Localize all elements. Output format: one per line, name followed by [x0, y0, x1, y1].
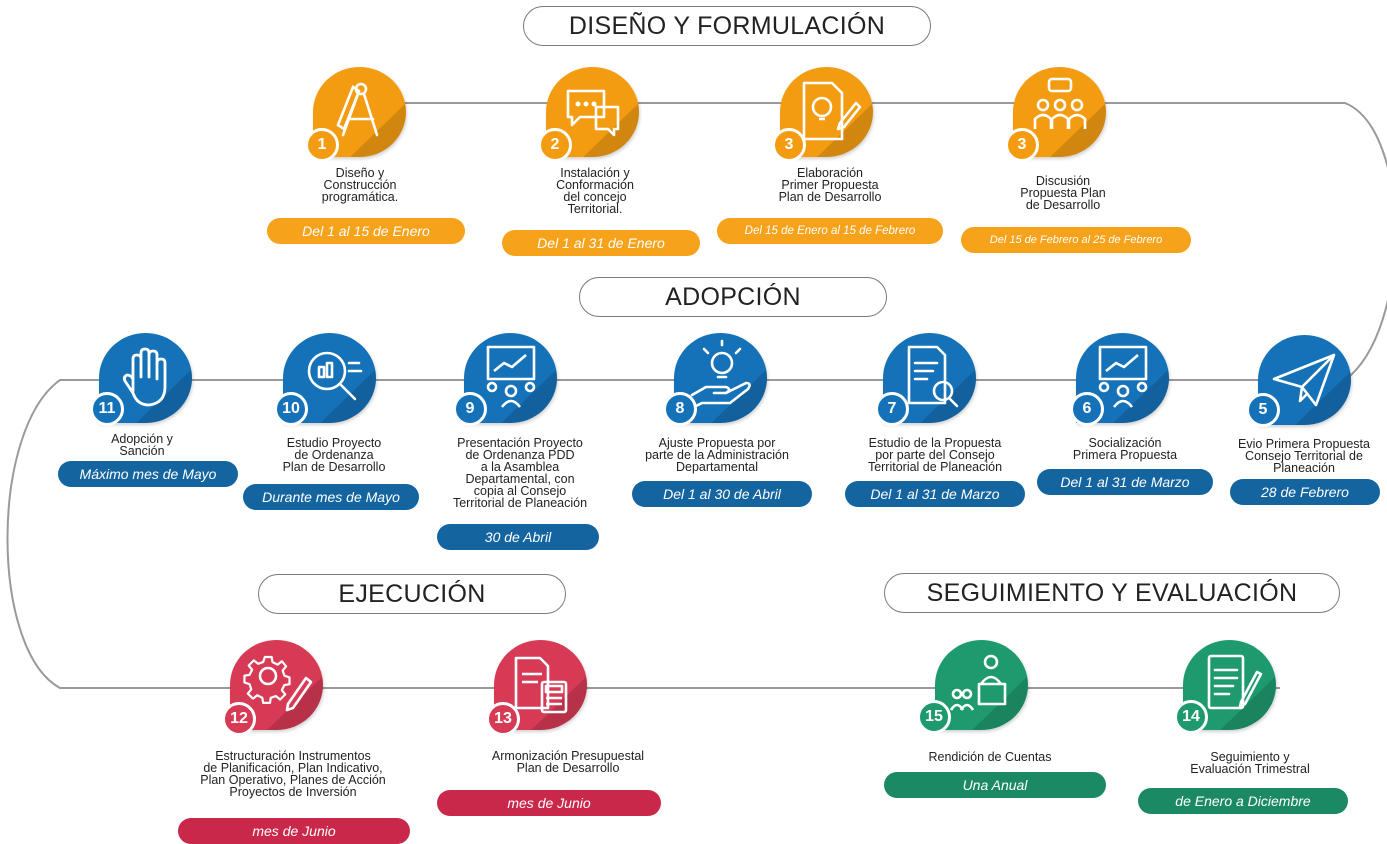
step-1-date: Del 1 al 15 de Enero: [267, 218, 465, 244]
step-13-label: Armonización Presupuestal Plan de Desarr…: [491, 749, 645, 775]
step-2-number: 2: [538, 128, 572, 162]
step-1-number: 1: [305, 128, 339, 162]
step-12-number: 12: [222, 702, 256, 736]
step-15-label: Rendición de Cuentas: [928, 750, 1052, 764]
step-3-elaboracion-date: Del 15 de Enero al 15 de Febrero: [717, 218, 943, 244]
phase-ejecucion: EJECUCIÓN: [258, 574, 566, 614]
step-1-badge: [313, 67, 406, 157]
step-9-label: Presentación Proyecto de Ordenanza PDD a…: [452, 436, 588, 510]
step-3-elaboracion-label: Elaboración Primer Propuesta Plan de Des…: [778, 166, 882, 204]
speaker-audience-icon: [949, 654, 1007, 711]
step-10-number: 10: [274, 392, 308, 426]
step-6-number: 6: [1070, 392, 1104, 426]
step-11-badge: [99, 333, 192, 423]
compass-ruler-icon: [336, 82, 379, 137]
step-6-label: Socialización Primera Propuesta: [1072, 436, 1178, 462]
step-2-badge: [546, 67, 639, 157]
step-14-number: 14: [1174, 700, 1208, 734]
hand-icon: [122, 347, 167, 407]
step-11-label: Adopción y Sanción: [111, 432, 173, 458]
step-11-date: Máximo mes de Mayo: [58, 461, 238, 487]
step-14-label: Seguimiento y Evaluación Trimestral: [1190, 750, 1310, 776]
step-3-discusion-label: Discusión Propuesta Plan de Desarrollo: [1020, 174, 1106, 212]
step-5-date: 28 de Febrero: [1230, 479, 1380, 505]
phase-seguimiento-evaluacion: SEGUIMIENTO Y EVALUACIÓN: [884, 573, 1340, 613]
step-3-discusion-number: 3: [1005, 128, 1039, 162]
documents-calculator-icon: [514, 656, 568, 714]
document-pencil-icon: [802, 81, 862, 141]
step-12-badge: [230, 640, 323, 730]
checklist-pen-icon: [1207, 654, 1263, 710]
step-15-badge: [935, 640, 1028, 730]
step-5-number: 5: [1246, 393, 1280, 427]
step-13-date: mes de Junio: [437, 790, 661, 816]
chat-bubbles-icon: [566, 89, 620, 137]
phase-diseno-formulacion: DISEÑO Y FORMULACIÓN: [523, 6, 931, 46]
presentation-board-icon: [486, 345, 536, 408]
step-5-label: Evio Primera Propuesta Consejo Territori…: [1237, 437, 1370, 475]
presentation-board-icon: [1098, 345, 1148, 408]
group-discussion-icon: [1033, 77, 1087, 129]
step-9-date: 30 de Abril: [437, 524, 599, 550]
step-7-label: Estudio de la Propuesta por parte del Co…: [867, 436, 1003, 474]
phase-adopcion: ADOPCIÓN: [579, 277, 887, 317]
lightbulb-hand-icon: [690, 339, 751, 409]
paper-plane-icon: [1272, 353, 1336, 407]
step-13-badge: [494, 640, 587, 730]
step-10-date: Durante mes de Mayo: [243, 484, 419, 510]
step-12-label: Estructuración Instrumentos de Planifica…: [200, 749, 386, 799]
step-3-discusion-badge: [1013, 67, 1106, 157]
step-14-date: de Enero a Diciembre: [1138, 788, 1348, 814]
gear-pencil-icon: [243, 655, 313, 712]
step-8-date: Del 1 al 30 de Abril: [632, 481, 812, 507]
step-7-date: Del 1 al 31 de Marzo: [845, 481, 1025, 507]
step-12-date: mes de Junio: [178, 818, 410, 844]
step-2-date: Del 1 al 31 de Enero: [502, 230, 700, 256]
step-3-elaboracion-number: 3: [772, 128, 806, 162]
step-2-label: Instalación y Conformación del concejo T…: [556, 166, 634, 216]
magnifier-chart-icon: [307, 351, 363, 401]
step-3-discusion-date: Del 15 de Febrero al 25 de Febrero: [961, 227, 1191, 253]
step-9-badge: [464, 333, 557, 423]
step-6-date: Del 1 al 31 de Marzo: [1037, 469, 1213, 495]
step-8-label: Ajuste Propuesta por parte de la Adminis…: [645, 436, 789, 474]
step-10-label: Estudio Proyecto de Ordenanza Plan de De…: [282, 436, 386, 474]
step-15-date: Una Anual: [884, 772, 1106, 798]
step-7-number: 7: [875, 392, 909, 426]
step-11-number: 11: [90, 392, 124, 426]
step-1-label: Diseño y Construcción programática.: [321, 166, 399, 204]
step-9-number: 9: [453, 392, 487, 426]
step-15-number: 15: [917, 700, 951, 734]
step-8-number: 8: [663, 392, 697, 426]
document-search-icon: [907, 345, 959, 408]
step-13-number: 13: [486, 702, 520, 736]
